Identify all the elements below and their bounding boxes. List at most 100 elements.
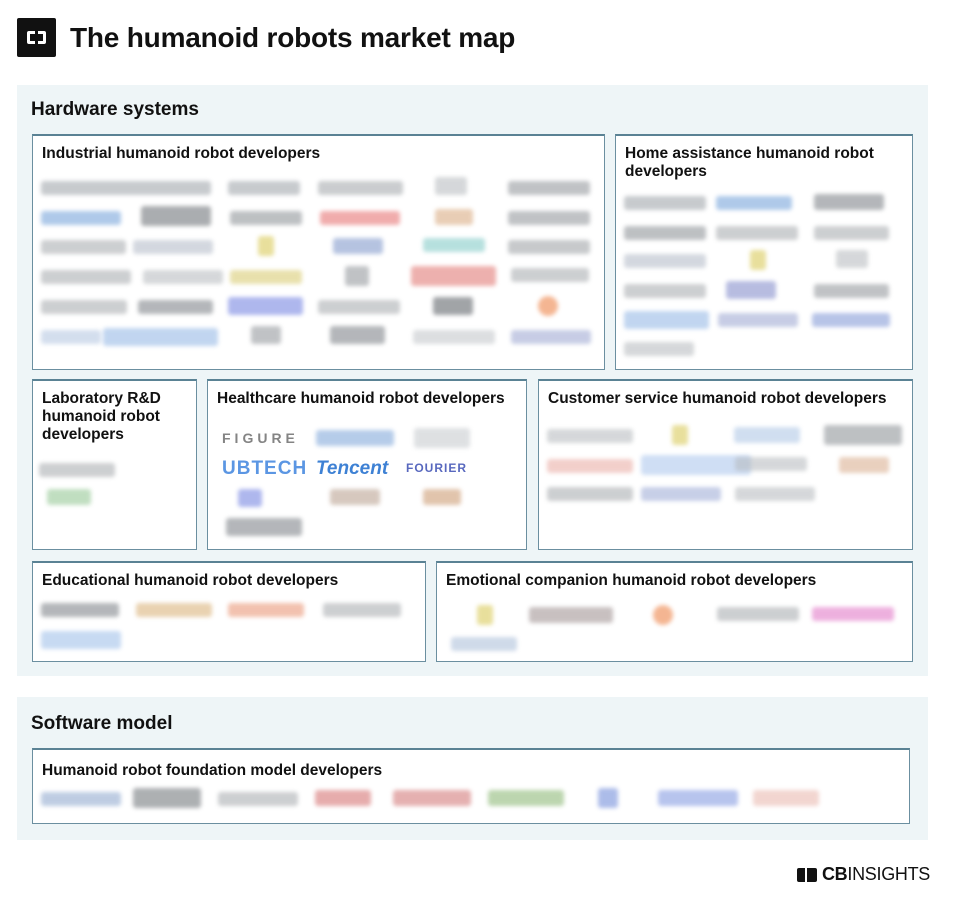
company-logo [511, 330, 591, 344]
lab-panel: Laboratory R&D humanoid robot developers [32, 379, 197, 550]
company-logo [836, 250, 868, 268]
company-logo [451, 637, 517, 651]
company-logo [238, 489, 262, 507]
home-panel: Home assistance humanoid robot developer… [615, 134, 913, 370]
company-logo [133, 788, 201, 808]
company-logo [508, 240, 590, 254]
company-logo [393, 790, 471, 806]
company-logo [41, 300, 127, 314]
company-logo [753, 790, 819, 806]
company-logo [47, 489, 91, 505]
industrial-panel-title: Industrial humanoid robot developers [42, 145, 321, 162]
company-logo [230, 211, 302, 225]
company-logo-ubtech: UBTECH [222, 458, 308, 479]
company-logo [251, 326, 281, 344]
company-logo [41, 603, 119, 617]
company-logo [318, 300, 400, 314]
company-logo [547, 487, 633, 501]
company-logo [477, 605, 493, 625]
company-logo [812, 313, 890, 327]
company-logo [735, 487, 815, 501]
company-logo [41, 181, 211, 195]
company-logo [318, 181, 403, 195]
company-logo [41, 270, 131, 284]
company-logo [423, 238, 485, 252]
lab-panel-title: Laboratory R&D humanoid robot developers [42, 390, 161, 443]
company-logo [258, 236, 274, 256]
company-logo [226, 518, 302, 536]
company-logo [103, 328, 218, 346]
company-logo [228, 603, 304, 617]
company-logo [228, 297, 303, 315]
company-logo [435, 177, 467, 195]
company-logo [716, 226, 798, 240]
company-logo [547, 429, 633, 443]
company-logo [41, 211, 121, 225]
company-logo [812, 607, 894, 621]
company-logo [41, 330, 101, 344]
company-logo [330, 489, 380, 505]
company-logo-fourier: FOURIER [406, 461, 467, 475]
company-logo [814, 284, 889, 298]
company-logo [228, 181, 300, 195]
company-logo [529, 607, 613, 623]
company-logo [433, 297, 473, 315]
company-logo [716, 196, 792, 210]
industrial-panel: Industrial humanoid robot developers [32, 134, 605, 370]
page-title: The humanoid robots market map [70, 22, 516, 53]
company-logo [316, 430, 394, 446]
company-logo [824, 425, 902, 445]
cbinsights-mark-icon [796, 867, 817, 882]
company-logo [138, 300, 213, 314]
education-panel-title: Educational humanoid robot developers [42, 572, 339, 589]
company-logo [726, 281, 776, 299]
company-logo [435, 209, 473, 225]
foundation-panel: Humanoid robot foundation model develope… [32, 748, 910, 824]
company-logo [508, 181, 590, 195]
company-logo [814, 226, 889, 240]
emotional-panel: Emotional companion humanoid robot devel… [436, 561, 913, 662]
emotional-panel-title: Emotional companion humanoid robot devel… [446, 572, 817, 589]
company-logo [41, 792, 121, 806]
company-logo [624, 342, 694, 356]
company-logo [641, 487, 721, 501]
foundation-panel-title: Humanoid robot foundation model develope… [42, 762, 383, 779]
company-logo [839, 457, 889, 473]
company-logo [624, 196, 706, 210]
company-logo [315, 790, 371, 806]
healthcare-panel-title: Healthcare humanoid robot developers [217, 390, 505, 407]
company-logo [718, 313, 798, 327]
company-logo [345, 266, 369, 286]
cbinsights-wordmark: CBINSIGHTS [821, 864, 930, 884]
company-logo [488, 790, 564, 806]
cbinsights-logo-icon [17, 18, 56, 57]
company-logo [641, 455, 751, 475]
cbinsights-footer-logo: CBINSIGHTS [796, 864, 930, 885]
education-panel: Educational humanoid robot developers [32, 561, 426, 662]
company-logo [41, 240, 126, 254]
company-logo [330, 326, 385, 344]
company-logo [508, 211, 590, 225]
company-logo [814, 194, 884, 210]
company-logo-tencent: Tencent [316, 458, 389, 479]
company-logo [717, 607, 799, 621]
company-logo [735, 457, 807, 471]
company-logo [411, 266, 496, 286]
company-logo [141, 206, 211, 226]
company-logo [624, 311, 709, 329]
company-logo [414, 428, 470, 448]
company-logo [230, 270, 302, 284]
company-logo [320, 211, 400, 225]
healthcare-panel: Healthcare humanoid robot developers FIG… [207, 379, 527, 550]
company-logo [598, 788, 618, 808]
company-logo [323, 603, 401, 617]
company-logo [511, 268, 589, 282]
company-logo-figure: FIGURE [222, 430, 299, 446]
customer-panel-title: Customer service humanoid robot develope… [548, 390, 887, 407]
company-logo [624, 254, 706, 268]
company-logo [750, 250, 766, 270]
company-logo [136, 603, 212, 617]
customer-panel: Customer service humanoid robot develope… [538, 379, 913, 550]
company-logo [333, 238, 383, 254]
hardware-section-title: Hardware systems [31, 99, 199, 120]
